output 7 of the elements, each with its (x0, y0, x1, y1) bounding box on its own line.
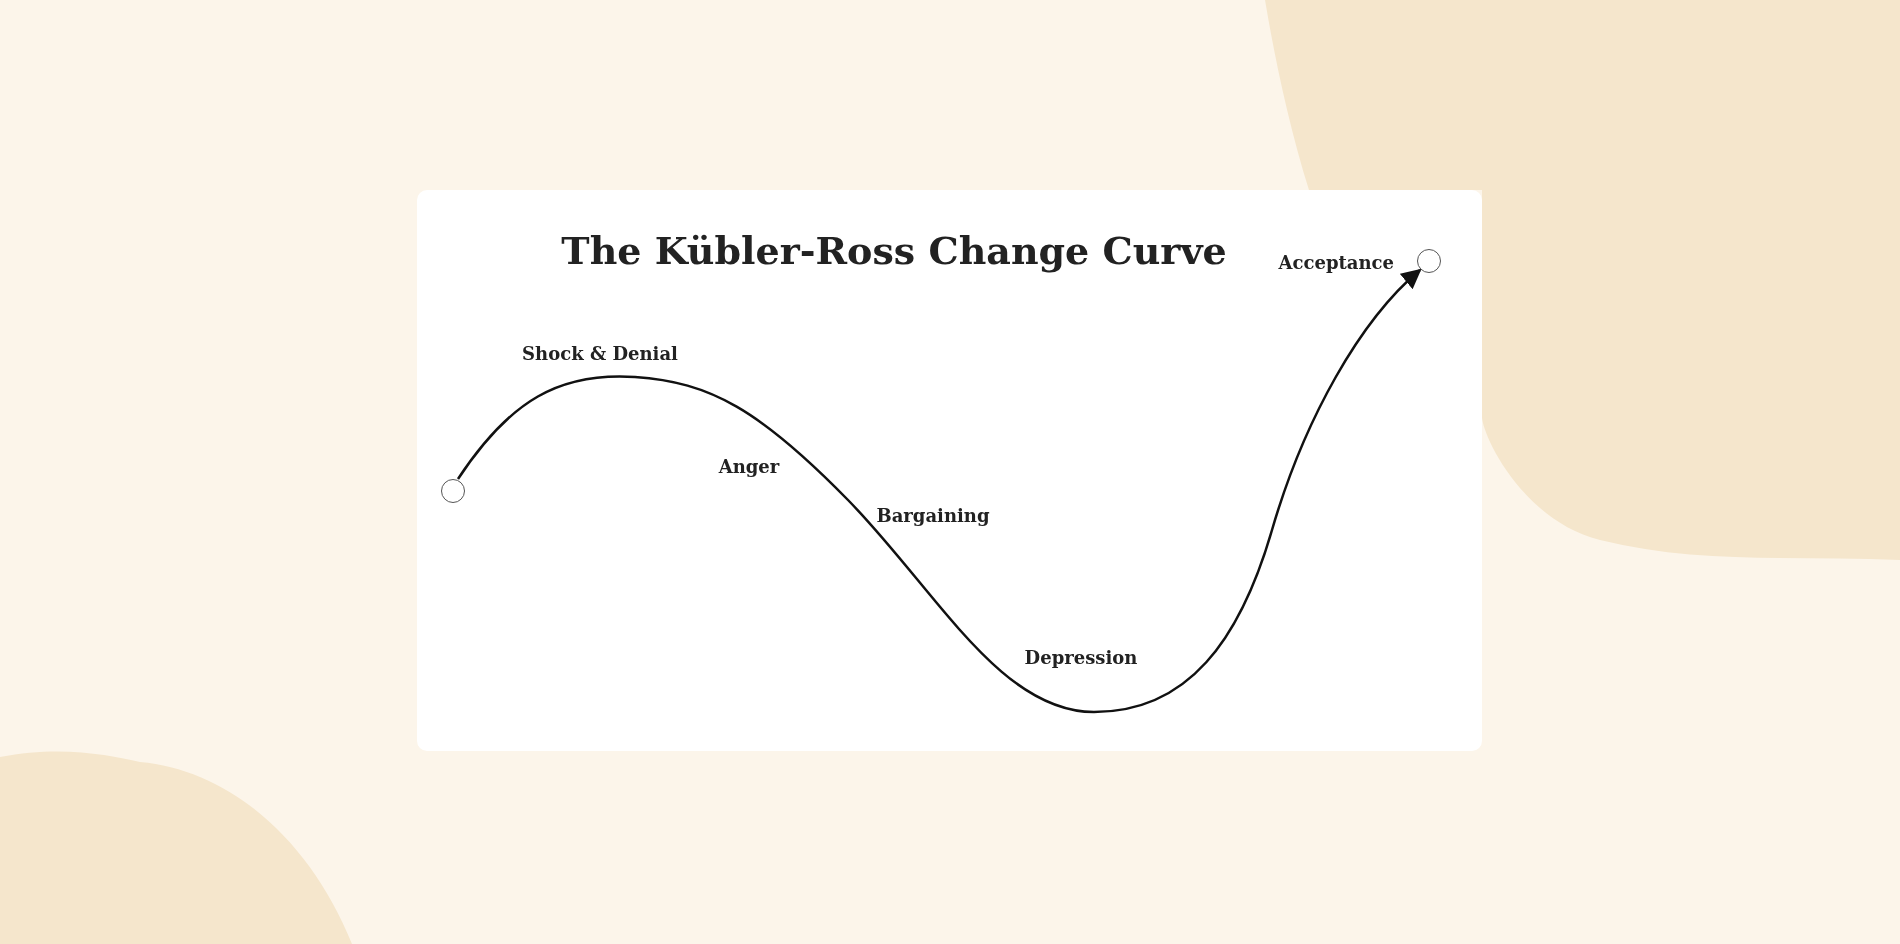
title: The Kübler-Ross Change Curve (561, 228, 1227, 273)
stage-label: Anger (718, 455, 780, 477)
stage-label: Shock & Denial (522, 342, 678, 364)
curve-arrow (456, 268, 1422, 714)
stage-label: Acceptance (1278, 251, 1394, 273)
stage-label: Depression (1024, 646, 1138, 668)
stage-label: Bargaining (876, 504, 990, 526)
